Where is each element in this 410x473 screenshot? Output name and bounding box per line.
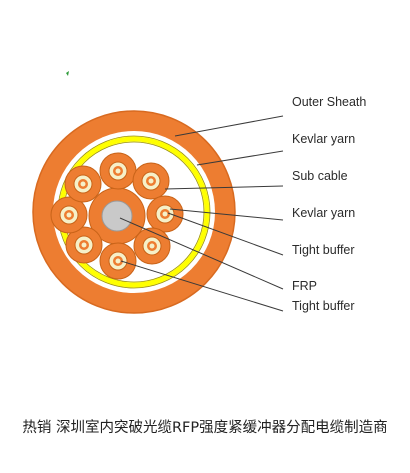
frp-core [101,200,133,232]
label-sub-cable: Sub cable [292,169,348,183]
label-tight-buffer: Tight buffer [292,243,355,257]
label-kevlar-yarn-inner: Kevlar yarn [292,206,355,220]
leader-line [174,115,284,137]
product-caption[interactable]: 热销 深圳室内突破光缆RFP强度紧缓冲器分配电缆制造商 [22,420,388,436]
sub-cable [132,162,170,200]
leader-line [196,150,284,166]
sub-cable [99,152,137,190]
label-frp: FRP [292,279,317,293]
sub-cable [50,196,88,234]
leader-line [119,217,284,290]
leader-line [167,212,284,256]
sub-cable [133,227,171,265]
green-tick-icon [66,71,69,76]
leader-line [164,185,284,190]
label-kevlar-yarn: Kevlar yarn [292,132,355,146]
cable-cross-section-diagram: Outer Sheath Kevlar yarn Sub cable Kevla… [32,71,366,314]
label-tight-buffer-bottom: Tight buffer [292,299,355,313]
sub-cable [146,195,184,233]
label-outer-sheath: Outer Sheath [292,95,366,109]
sub-cable [65,226,103,264]
sub-cable [64,165,102,203]
leader-line [120,260,284,312]
leader-line [169,208,284,221]
sub-cable [99,242,137,280]
